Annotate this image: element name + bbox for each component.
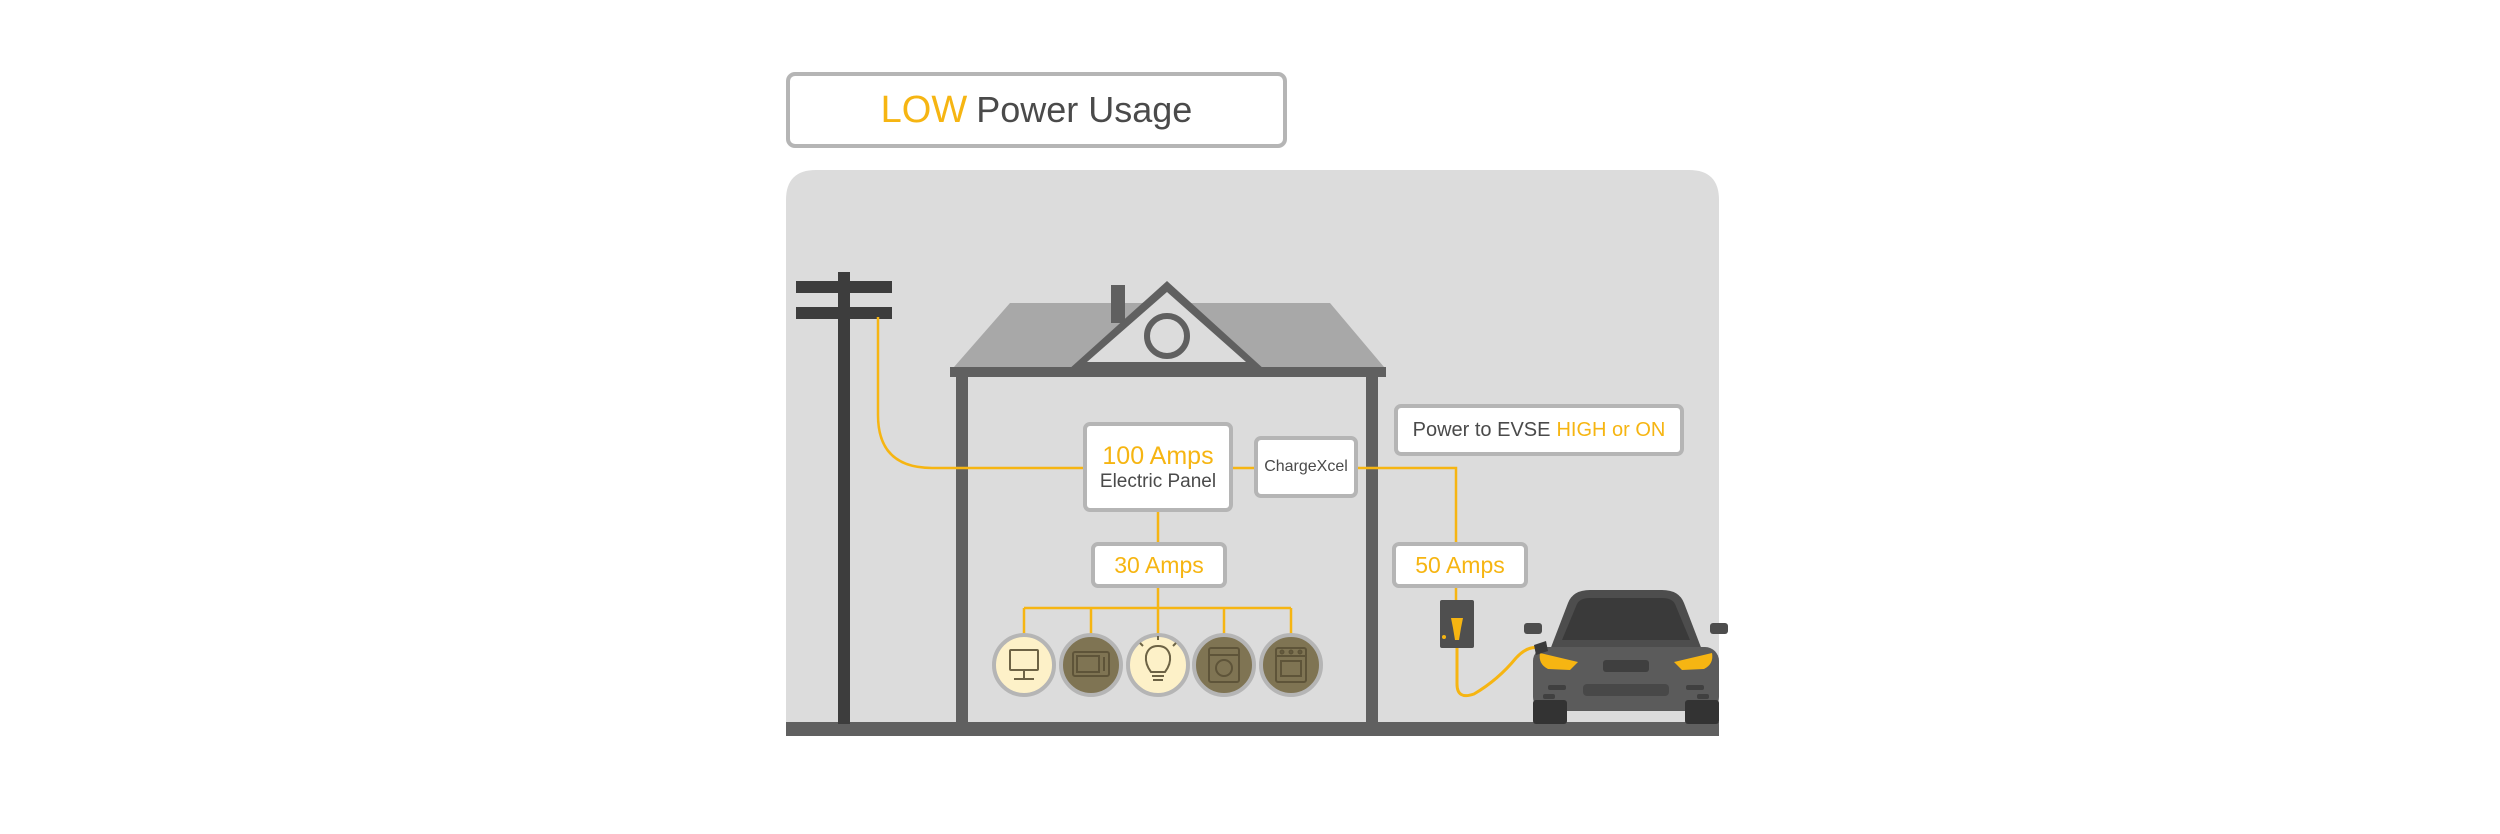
wire-pole-to-panel bbox=[876, 317, 1083, 470]
evse-status-text: Power to EVSE bbox=[1412, 418, 1551, 441]
evse-status-accent: HIGH or ON bbox=[1556, 418, 1666, 441]
light-bulb-icon bbox=[1139, 636, 1177, 681]
house-wall-right bbox=[1366, 377, 1378, 725]
wiring bbox=[876, 317, 1541, 698]
house-chimney bbox=[1111, 285, 1125, 323]
oven-icon bbox=[1275, 647, 1307, 683]
house bbox=[950, 281, 1386, 725]
appliance-washer bbox=[1192, 633, 1256, 697]
page-title: LOW Power Usage bbox=[786, 72, 1287, 148]
attic-window-icon bbox=[1144, 313, 1190, 359]
headlight-right-icon bbox=[1674, 653, 1713, 670]
evse-circuit-amps: 50 Amps bbox=[1415, 551, 1505, 578]
microwave-icon bbox=[1072, 651, 1110, 677]
utility-pole-icon bbox=[796, 272, 892, 724]
appliance-microwave bbox=[1059, 633, 1123, 697]
computer-icon bbox=[1009, 649, 1039, 680]
house-circuit-amps: 30 Amps bbox=[1114, 551, 1204, 578]
evse-power-status: Power to EVSE HIGH or ON bbox=[1394, 404, 1684, 456]
headlight-left-icon bbox=[1539, 653, 1578, 670]
title-text: Power Usage bbox=[976, 88, 1193, 130]
house-eave bbox=[950, 367, 1386, 377]
chargexcel-box: ChargeXcel bbox=[1254, 436, 1358, 498]
panel-amps: 100 Amps bbox=[1102, 442, 1214, 470]
ev-charger-icon bbox=[1440, 600, 1474, 648]
washing-machine-icon bbox=[1208, 647, 1240, 683]
appliance-computer bbox=[992, 633, 1056, 697]
appliance-light bbox=[1126, 633, 1190, 697]
wire-chargexcel-to-evse bbox=[1358, 466, 1458, 542]
charging-plug-icon bbox=[1534, 641, 1548, 655]
house-wall-left bbox=[956, 377, 968, 725]
car-grille bbox=[1603, 660, 1649, 672]
title-accent: LOW bbox=[880, 88, 968, 131]
chargexcel-label: ChargeXcel bbox=[1264, 458, 1348, 475]
ground-line bbox=[786, 722, 1719, 736]
wire-charger-cable bbox=[1455, 646, 1541, 698]
panel-label: Electric Panel bbox=[1099, 471, 1217, 492]
electric-car-icon bbox=[1524, 590, 1728, 724]
electric-panel-box: 100 Amps Electric Panel bbox=[1083, 422, 1233, 512]
house-circuit-label: 30 Amps bbox=[1091, 542, 1227, 588]
appliance-oven bbox=[1259, 633, 1323, 697]
evse-circuit-label: 50 Amps bbox=[1392, 542, 1528, 588]
